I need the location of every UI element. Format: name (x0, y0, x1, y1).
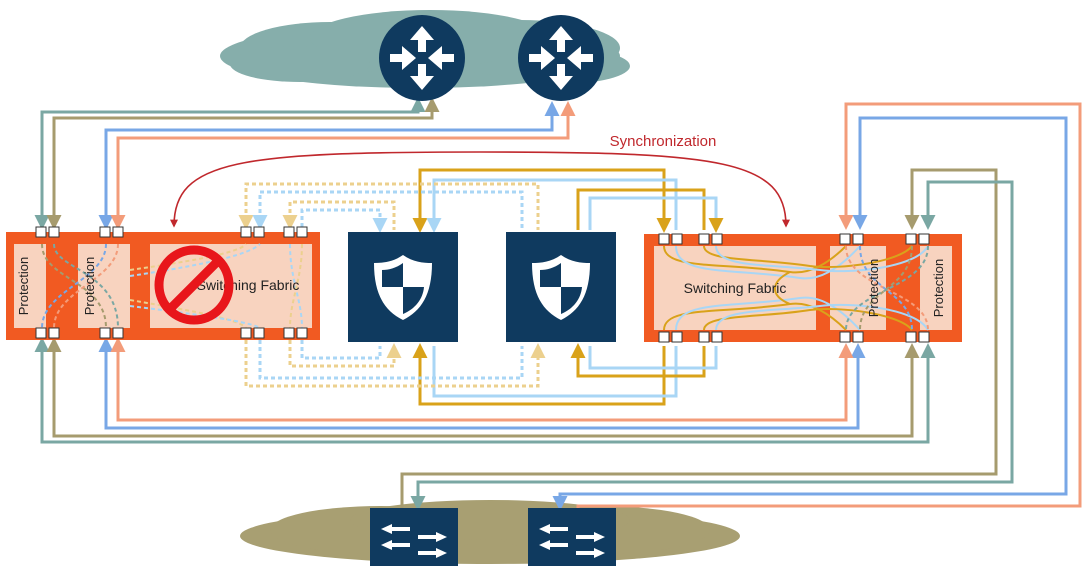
router-2 (518, 15, 604, 101)
switch-icon (381, 524, 447, 558)
synchronization-label: Synchronization (610, 133, 717, 150)
router-icon (390, 26, 454, 90)
firewall-links (412, 168, 724, 406)
right-switch-chassis: Switching Fabric Protection Protection (644, 234, 962, 342)
left-switch-chassis: Protection Protection Switching Fabric (6, 232, 320, 340)
router-1 (379, 15, 465, 101)
port-markers (35, 226, 930, 343)
synchronization-link: Synchronization (170, 133, 790, 228)
bottom-cloud (240, 500, 740, 564)
switch-1 (370, 508, 458, 566)
left-fabric-label: Switching Fabric (197, 277, 300, 293)
uplink-lines (34, 97, 1082, 516)
firewall-2 (506, 232, 616, 342)
left-protection-label-1: Protection (16, 257, 31, 316)
right-protection-label-2: Protection (931, 259, 946, 318)
left-protection-panel-1 (14, 244, 46, 328)
right-protection-label-1: Protection (866, 259, 881, 318)
right-fabric-label: Switching Fabric (684, 280, 787, 296)
right-protection-panel-1 (830, 246, 886, 330)
right-internal-paths (663, 245, 929, 331)
shield-icon (532, 255, 590, 320)
firewall-1 (348, 232, 458, 342)
switch-icon (539, 524, 605, 558)
standby-links (238, 182, 546, 388)
shield-icon (374, 255, 432, 320)
prohibited-icon (154, 245, 234, 325)
switch-2 (528, 508, 616, 566)
router-icon (529, 26, 593, 90)
left-protection-label-2: Protection (82, 257, 97, 316)
left-protection-panel-2 (78, 244, 130, 328)
